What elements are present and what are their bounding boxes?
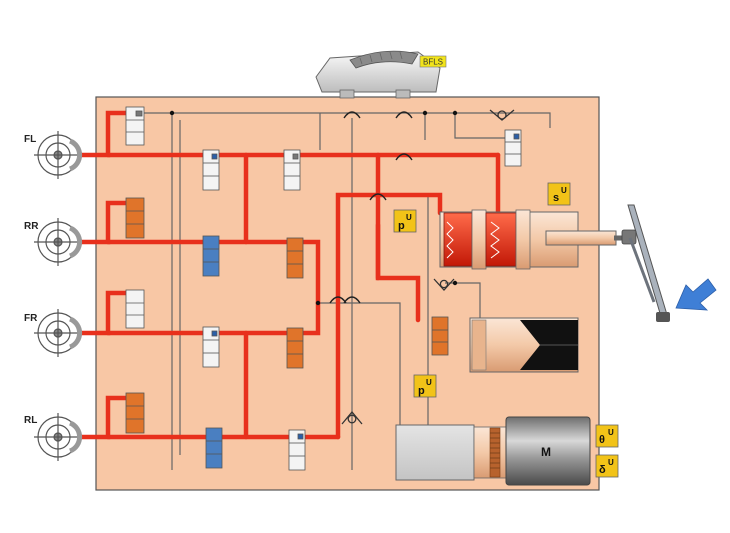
sensor-pressure-upper-main: p [398, 220, 405, 232]
sensor-rotation-sup: U [608, 458, 614, 467]
valve-blue-rl-a [205, 427, 223, 469]
brake-fluid-reservoir: BFLS [315, 50, 447, 99]
valve-orange-fr-b [286, 327, 304, 369]
valves [125, 106, 522, 471]
line-crossovers [329, 111, 413, 304]
sensor-travel-sup: U [561, 186, 567, 195]
pressure-supply-unit [469, 317, 579, 373]
master-cylinder [439, 209, 617, 270]
svg-text:δ: δ [599, 464, 606, 476]
pedal-force-arrow [675, 278, 717, 311]
sensor-travel-main: s [553, 192, 559, 204]
sensor-angle-main: θ [599, 434, 605, 446]
junction-dots [169, 110, 458, 306]
check-valves [341, 109, 515, 425]
wheel-label-fr: FR [24, 313, 38, 324]
svg-text:U: U [426, 378, 432, 387]
valve-orange-rl-inlet [125, 392, 145, 434]
svg-text:U: U [561, 186, 567, 195]
sensor-angle: θ U [595, 424, 619, 448]
sensor-pressure-lower: p U [413, 374, 437, 398]
valve-orange-rr-b [286, 237, 304, 279]
motor-assembly: M [395, 416, 591, 486]
svg-text:s: s [553, 192, 559, 204]
check-valve-top [489, 109, 515, 121]
check-valve-low [341, 410, 363, 425]
svg-text:U: U [608, 428, 614, 437]
sensor-pressure-upper-sup: U [406, 213, 412, 222]
brake-pedal [614, 204, 670, 322]
wheel-rl [34, 413, 83, 461]
wheel-fl [34, 131, 83, 179]
sensor-pressure-upper: p U [393, 209, 417, 233]
sensor-angle-sup: U [608, 428, 614, 437]
valve-orange-mid [431, 316, 449, 356]
svg-text:p: p [418, 385, 425, 397]
valve-white-fl-b [283, 149, 301, 191]
valve-orange-rr-inlet [125, 197, 145, 239]
valve-white-rl-b [288, 429, 306, 471]
sensor-pressure-lower-sup: U [426, 378, 432, 387]
wheel-rr [34, 218, 83, 266]
sensor-rotation: δ U [595, 454, 619, 478]
svg-text:U: U [608, 458, 614, 467]
sensor-rotation-main: δ [599, 464, 606, 476]
valve-white-top-right [504, 129, 522, 167]
wheel-label-rr: RR [24, 221, 39, 232]
valve-white-fl-a [202, 149, 220, 191]
sensor-travel: s U [547, 182, 571, 206]
svg-text:U: U [406, 213, 412, 222]
svg-text:θ: θ [599, 434, 605, 446]
valve-white-fr-inlet [125, 289, 145, 329]
valve-white-fl-inlet [125, 106, 145, 146]
wheel-brakes [34, 131, 83, 461]
reservoir-label: BFLS [423, 58, 443, 67]
valve-white-fr-a [202, 326, 220, 368]
wheel-label-rl: RL [24, 415, 37, 426]
motor-label: M [541, 445, 551, 459]
sensor-pressure-lower-main: p [418, 385, 425, 397]
check-valve-mid [433, 278, 455, 291]
svg-text:p: p [398, 220, 405, 232]
wheel-fr [34, 309, 83, 357]
valve-blue-rr-a [202, 235, 220, 277]
wheel-label-fl: FL [24, 134, 36, 145]
